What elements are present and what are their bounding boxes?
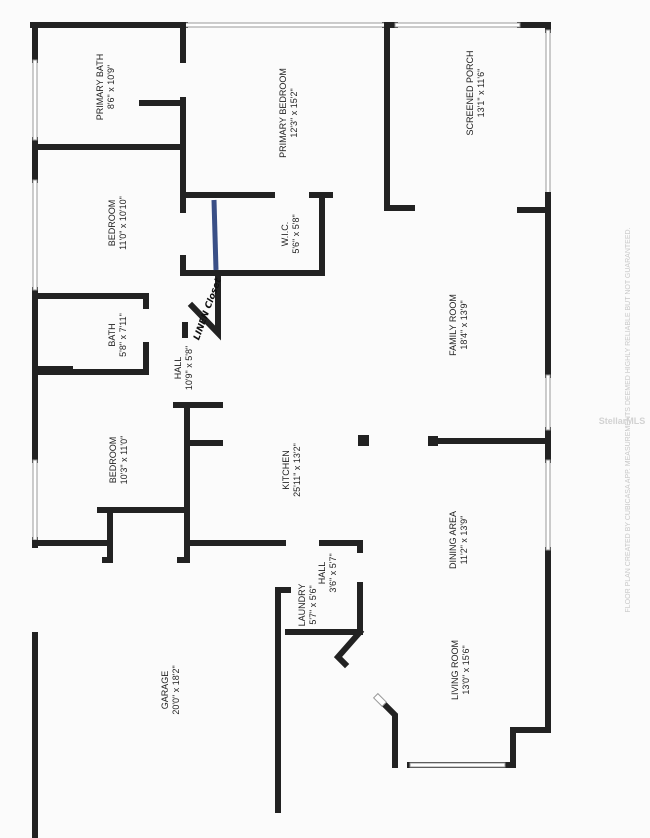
svg-text:20'0" x 18'2": 20'0" x 18'2"	[171, 665, 181, 714]
svg-text:13'0" x 15'6": 13'0" x 15'6"	[461, 645, 471, 694]
column	[358, 435, 369, 446]
window	[394, 22, 521, 28]
svg-text:3'6" x 5'7": 3'6" x 5'7"	[328, 553, 338, 592]
svg-text:HALL: HALL	[173, 357, 183, 380]
svg-text:12'3" x 15'2": 12'3" x 15'2"	[289, 88, 299, 137]
window	[32, 179, 38, 291]
svg-text:11'0" x 10'10": 11'0" x 10'10"	[118, 196, 128, 250]
svg-text:W.I.C.: W.I.C.	[280, 222, 290, 247]
svg-text:BATH: BATH	[107, 323, 117, 346]
svg-text:BEDROOM: BEDROOM	[107, 200, 117, 247]
svg-text:10'9" x 5'8": 10'9" x 5'8"	[184, 346, 194, 390]
svg-text:LIVING ROOM: LIVING ROOM	[450, 640, 460, 700]
svg-text:11'2" x 13'9": 11'2" x 13'9"	[459, 516, 469, 565]
svg-text:HALL: HALL	[317, 562, 327, 585]
svg-text:KITCHEN: KITCHEN	[281, 450, 291, 490]
window	[372, 692, 388, 708]
watermark: StellarMLS	[599, 416, 646, 426]
svg-text:13'1" x 11'6": 13'1" x 11'6"	[476, 69, 486, 118]
svg-text:BEDROOM: BEDROOM	[108, 437, 118, 484]
svg-text:18'4" x 13'9": 18'4" x 13'9"	[459, 300, 469, 349]
room-wic: W.I.C.5'6" x 5'8"	[280, 214, 301, 253]
window	[409, 762, 506, 768]
svg-text:GARAGE: GARAGE	[160, 671, 170, 710]
svg-text:10'3" x 11'0": 10'3" x 11'0"	[119, 436, 129, 485]
svg-text:8'6" x 10'9": 8'6" x 10'9"	[106, 65, 116, 109]
svg-text:PRIMARY BEDROOM: PRIMARY BEDROOM	[278, 68, 288, 158]
svg-text:SCREENED PORCH: SCREENED PORCH	[465, 50, 475, 135]
svg-text:FLOOR PLAN CREATED BY CUBICASA: FLOOR PLAN CREATED BY CUBICASA APP. MEAS…	[625, 227, 632, 612]
screen	[545, 29, 551, 196]
svg-text:25'11" x 13'2": 25'11" x 13'2"	[292, 443, 302, 497]
disclaimer: FLOOR PLAN CREATED BY CUBICASA APP. MEAS…	[625, 227, 632, 612]
svg-text:5'7" x 5'6": 5'7" x 5'6"	[308, 585, 318, 624]
window	[545, 374, 551, 431]
svg-text:PRIMARY BATH: PRIMARY BATH	[95, 54, 105, 121]
window	[32, 459, 38, 541]
svg-text:5'8" x 7'11": 5'8" x 7'11"	[118, 313, 128, 357]
window	[545, 459, 551, 551]
svg-text:5'6" x 5'8": 5'6" x 5'8"	[291, 214, 301, 253]
svg-text:LAUNDRY: LAUNDRY	[297, 584, 307, 627]
svg-text:FAMILY ROOM: FAMILY ROOM	[448, 294, 458, 356]
window	[32, 59, 38, 141]
svg-text:DINING AREA: DINING AREA	[448, 511, 458, 569]
window	[184, 22, 386, 28]
